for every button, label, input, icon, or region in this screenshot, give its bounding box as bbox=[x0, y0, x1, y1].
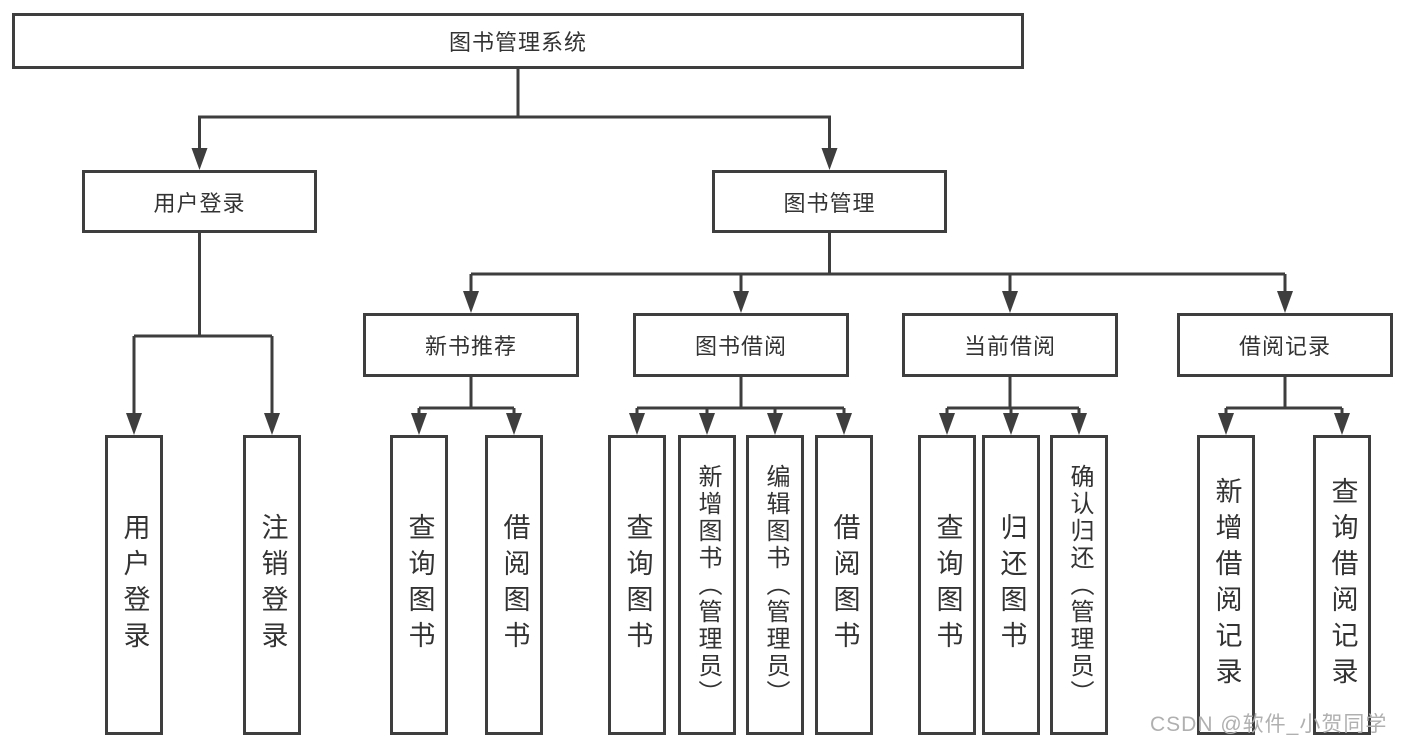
leaf-label: 编辑图书（管理员） bbox=[762, 463, 789, 707]
node-new-book-recommendation: 新书推荐 bbox=[363, 313, 579, 377]
node-label: 新书推荐 bbox=[424, 334, 517, 359]
node-borrowing-records: 借阅记录 bbox=[1177, 313, 1393, 377]
leaf-add-book-admin: 新增图书（管理员） bbox=[678, 435, 736, 735]
leaf-logout: 注销登录 bbox=[243, 435, 301, 735]
leaf-label: 借阅图书 bbox=[499, 513, 530, 657]
leaf-user-login: 用户登录 bbox=[105, 435, 163, 735]
leaf-label: 归还图书 bbox=[996, 513, 1027, 657]
leaf-label: 查询图书 bbox=[622, 513, 653, 657]
arrowheads bbox=[126, 148, 1350, 435]
node-label: 图书借阅 bbox=[694, 334, 787, 359]
leaf-label: 注销登录 bbox=[257, 513, 288, 657]
leaf-label: 确认归还（管理员） bbox=[1066, 463, 1093, 707]
leaf-label: 查询图书 bbox=[404, 513, 435, 657]
leaf-label: 新增借阅记录 bbox=[1211, 477, 1242, 693]
leaf-label: 新增图书（管理员） bbox=[694, 463, 721, 707]
leaf-add-borrow-record: 新增借阅记录 bbox=[1197, 435, 1255, 735]
node-book-borrowing: 图书借阅 bbox=[633, 313, 849, 377]
node-label: 图书管理 bbox=[783, 190, 876, 216]
leaf-query-books-recommendation: 查询图书 bbox=[390, 435, 448, 735]
leaf-return-books: 归还图书 bbox=[982, 435, 1040, 735]
leaf-borrow-books-recommendation: 借阅图书 bbox=[485, 435, 543, 735]
node-label: 用户登录 bbox=[153, 190, 246, 216]
node-current-borrowing: 当前借阅 bbox=[902, 313, 1118, 377]
node-book-management: 图书管理 bbox=[712, 170, 947, 233]
node-label: 当前借阅 bbox=[963, 334, 1056, 359]
node-label: 图书管理系统 bbox=[448, 30, 587, 55]
leaf-query-books-current: 查询图书 bbox=[918, 435, 976, 735]
leaf-label: 用户登录 bbox=[119, 513, 150, 657]
leaf-borrow-books-borrowing: 借阅图书 bbox=[815, 435, 873, 735]
leaf-query-borrow-record: 查询借阅记录 bbox=[1313, 435, 1371, 735]
leaf-query-books-borrowing: 查询图书 bbox=[608, 435, 666, 735]
node-user-login: 用户登录 bbox=[82, 170, 317, 233]
csdn-watermark: CSDN @软件_小贺同学 bbox=[1150, 713, 1388, 736]
node-library-management-system: 图书管理系统 bbox=[12, 13, 1024, 69]
leaf-label: 借阅图书 bbox=[829, 513, 860, 657]
leaf-edit-book-admin: 编辑图书（管理员） bbox=[746, 435, 804, 735]
leaf-label: 查询图书 bbox=[932, 513, 963, 657]
leaf-confirm-return-admin: 确认归还（管理员） bbox=[1050, 435, 1108, 735]
leaf-label: 查询借阅记录 bbox=[1327, 477, 1358, 693]
node-label: 借阅记录 bbox=[1238, 334, 1331, 359]
